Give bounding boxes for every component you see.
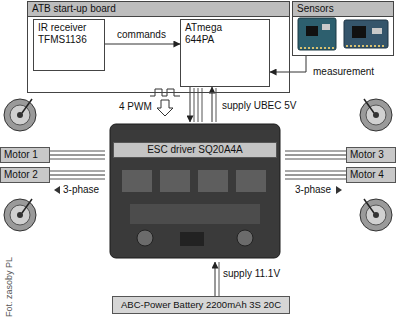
motor-icon [360, 99, 392, 131]
node-text: Motor 4 [350, 169, 392, 181]
connector-label: supply UBEC 5V [221, 100, 297, 112]
battery-box: ABC-Power Battery 2200mAh 3S 20C [112, 296, 290, 314]
connector [215, 262, 216, 296]
node-text: Motor 1 [4, 149, 46, 161]
connector-label: measurement [312, 66, 375, 78]
photo-credit: Fot. zasoby PL [3, 256, 15, 318]
connector [285, 175, 346, 176]
node-text: ESC driver SQ20A4A [113, 142, 277, 158]
signal-label: 3-phase [294, 184, 332, 196]
motor-box: Motor 2 [0, 167, 50, 183]
signal-label: 3-phase [62, 184, 100, 196]
connector-label: commands [116, 29, 167, 41]
connector-label: supply 11.1V [222, 268, 281, 280]
direction-arrow [336, 186, 342, 194]
connector [270, 56, 306, 72]
node-text: IR receiver TFMS1136 [38, 22, 100, 46]
node-text: ABC-Power Battery 2200mAh 3S 20C [116, 299, 286, 311]
sensor-panel: Sensors [292, 1, 394, 56]
connector [105, 44, 180, 45]
node-text: ATmega 644PA [185, 22, 235, 46]
board-panel: ATB start-up board IR receiver TFMS1136 AT… [27, 1, 290, 93]
motor-icon [4, 99, 36, 131]
node-text: Sensors [293, 2, 393, 17]
sensor-boards [298, 18, 388, 50]
mcu-box: ATmega 644PA [180, 19, 270, 87]
node-text: Motor 2 [4, 169, 46, 181]
motor-box: Motor 1 [0, 147, 50, 163]
direction-arrow [54, 186, 60, 194]
node-text: ATB start-up board [28, 2, 289, 17]
connector [285, 155, 346, 156]
motor-icon [4, 199, 36, 231]
motor-box: Motor 3 [346, 147, 396, 163]
module-box: IR receiver TFMS1136 [33, 19, 105, 71]
direction-arrow [157, 100, 173, 116]
esc-driver: ESC driver SQ20A4A [105, 122, 285, 262]
wire-bundle [50, 88, 346, 296]
node-text: Motor 3 [350, 149, 392, 161]
motor-box: Motor 4 [346, 167, 396, 183]
connector [50, 155, 105, 156]
connector-label: 4 PWM [118, 101, 153, 113]
motor-icon [360, 199, 392, 231]
connector [50, 175, 105, 176]
esc-board [110, 124, 280, 258]
